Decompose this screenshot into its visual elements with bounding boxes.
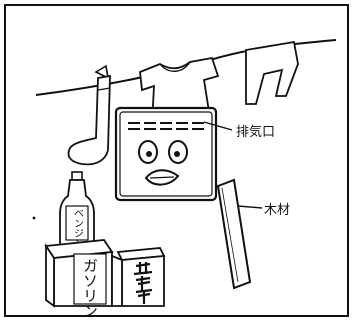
gasoline-can-label: ガソリン	[81, 258, 99, 318]
lumber-leader	[237, 205, 263, 209]
sock-illustration	[67, 64, 111, 166]
exhaust-vent-label: 排気口	[236, 124, 275, 140]
ink-dot	[32, 216, 36, 220]
lumber-label: 木材	[264, 203, 290, 218]
benzine-bottle-label: ベンジン	[72, 208, 84, 248]
exhaust-vent-leader	[203, 121, 233, 131]
lumber-illustration	[216, 178, 252, 290]
panel-frame	[4, 4, 349, 317]
trousers-illustration	[245, 40, 299, 105]
exhaust-vent-illustration	[114, 106, 218, 202]
gasoline-can-illustration	[44, 239, 114, 308]
small-box-illustration	[111, 247, 166, 307]
benzine-bottle-illustration	[59, 171, 95, 247]
